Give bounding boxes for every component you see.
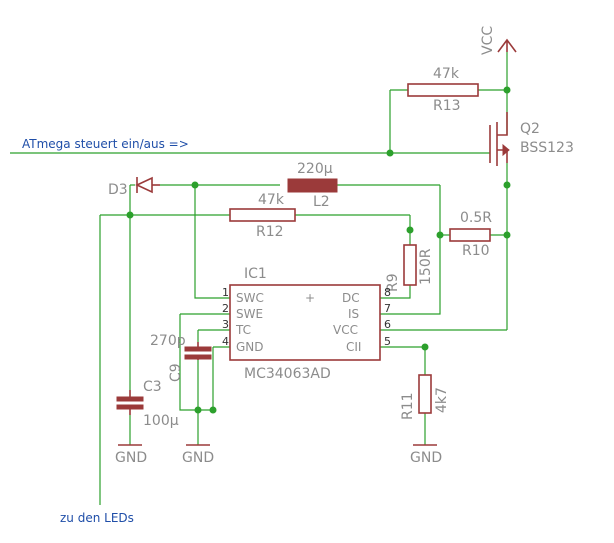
junction (503, 181, 511, 189)
junctions (126, 86, 511, 414)
pin-number: 2 (222, 302, 229, 315)
inductor-l2: 220µ L2 (287, 161, 338, 210)
resistor-r13: 47k R13 (407, 66, 479, 114)
gnd-c9: GND (182, 444, 214, 466)
capacitor-icon (184, 342, 212, 360)
q2-value: BSS123 (520, 140, 574, 156)
r10-value: 0.5R (460, 210, 492, 226)
ic1-plus: + (305, 291, 315, 305)
inductor-icon (287, 178, 338, 193)
pin-label-dc: DC (342, 291, 360, 305)
l2-value: 220µ (297, 161, 333, 177)
d3-name: D3 (108, 182, 128, 198)
resistor-r11: R11 4k7 (400, 374, 450, 420)
r12-name: R12 (256, 224, 284, 240)
gnd-label: GND (182, 450, 214, 466)
c3-value: 100µ (143, 413, 179, 429)
resistor-icon (407, 83, 479, 97)
vcc-symbol: VCC (480, 26, 517, 55)
junction (191, 181, 199, 189)
junction (126, 211, 134, 219)
pin-label-cii: CII (346, 340, 361, 354)
pin-number: 8 (384, 286, 391, 299)
pin-label-vcc: VCC (333, 323, 358, 337)
pin-number: 7 (384, 302, 391, 315)
resistor-icon (229, 208, 296, 222)
pin-label-swc: SWC (236, 291, 264, 305)
pin-label-tc: TC (235, 323, 251, 337)
r9-name: R9 (385, 273, 401, 292)
capacitor-c9: 270p C9 (150, 333, 212, 382)
resistor-icon (449, 228, 491, 242)
junction (421, 343, 429, 351)
mosfet-q2: Q2 BSS123 (489, 112, 574, 166)
junction (406, 226, 414, 234)
pin-number: 5 (384, 335, 391, 348)
gnd-label: GND (410, 450, 442, 466)
r9-value: 150R (418, 248, 434, 285)
pin-number: 6 (384, 318, 391, 331)
gnd-label: GND (115, 450, 147, 466)
resistor-icon (418, 374, 432, 414)
vcc-label: VCC (480, 26, 496, 55)
q2-name: Q2 (520, 121, 540, 137)
junction (386, 149, 394, 157)
r11-name: R11 (400, 392, 416, 420)
diode-d3: D3 (108, 176, 160, 198)
junction (436, 231, 444, 239)
r12-value: 47k (258, 192, 285, 208)
mosfet-icon (489, 112, 510, 166)
pin-number: 1 (222, 286, 229, 299)
ic1-mc34063: IC1 MC34063AD + SWC SWE TC GND DC IS VCC… (222, 266, 391, 382)
junction (503, 231, 511, 239)
pin-label-gnd: GND (236, 340, 264, 354)
capacitor-c3: C3 100µ (116, 379, 179, 429)
l2-name: L2 (313, 194, 330, 210)
vcc-arrow-icon (497, 38, 517, 53)
pin-number: 4 (222, 335, 229, 348)
r10-name: R10 (462, 243, 490, 259)
r13-value: 47k (433, 66, 460, 82)
resistor-icon (403, 244, 417, 286)
pin-label-swe: SWE (236, 307, 263, 321)
pin-label-is: IS (348, 307, 359, 321)
capacitor-icon (116, 390, 144, 415)
gnd-c3: GND (115, 444, 147, 466)
gnd-r11: GND (410, 444, 442, 466)
resistor-r9: R9 150R (385, 244, 434, 292)
r13-name: R13 (433, 98, 461, 114)
c9-name: C9 (168, 363, 184, 382)
diode-icon (135, 176, 160, 194)
pin-number: 3 (222, 318, 229, 331)
resistor-r10: 0.5R R10 (449, 210, 492, 259)
leds-note: zu den LEDs (60, 511, 134, 525)
ic1-name: IC1 (244, 266, 267, 282)
c9-value: 270p (150, 333, 186, 349)
r11-value: 4k7 (434, 387, 450, 413)
resistor-r12: 47k R12 (229, 192, 296, 240)
atmega-note: ATmega steuert ein/aus => (22, 137, 189, 151)
ic1-type: MC34063AD (244, 366, 331, 382)
ic1-body (229, 284, 381, 361)
junction (194, 406, 202, 414)
junction (503, 86, 511, 94)
junction (209, 406, 217, 414)
c3-name: C3 (143, 379, 162, 395)
